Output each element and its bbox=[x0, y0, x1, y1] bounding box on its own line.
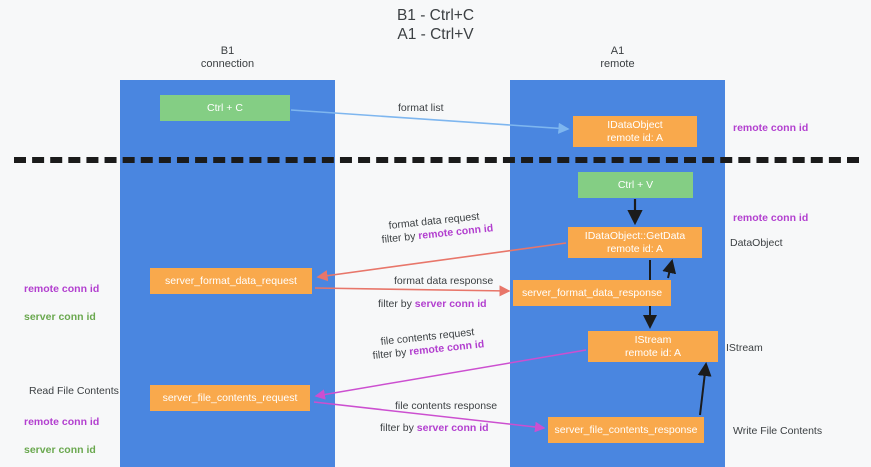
annotation-dataobject: DataObject bbox=[730, 237, 783, 249]
edge-label-file-contents-response-filter: filter by server conn id bbox=[380, 421, 489, 435]
annotation-remote-conn-id-left-low: remote conn id bbox=[24, 416, 100, 428]
edge-file-contents-response bbox=[313, 401, 546, 433]
annotation-istream: IStream bbox=[726, 342, 763, 354]
annotation-server-conn-id-left-mid: server conn id bbox=[24, 311, 96, 323]
annotation-left-conn-ids-mid: remote conn id server conn id bbox=[24, 268, 99, 324]
section-divider bbox=[14, 157, 859, 163]
annotation-remote-conn-id-top: remote conn id bbox=[733, 122, 809, 134]
edge-label-file-contents-response: file contents response bbox=[395, 400, 498, 412]
node-ctrl-v[interactable]: Ctrl + V bbox=[578, 172, 693, 198]
filter-prefix: filter by bbox=[372, 346, 410, 362]
edge-format-data-request bbox=[316, 242, 567, 282]
edge-format-list bbox=[290, 109, 570, 134]
filter-prefix: filter by bbox=[380, 422, 417, 434]
node-server-file-contents-response[interactable]: server_file_contents_response bbox=[548, 417, 704, 443]
edge-format-data-response bbox=[314, 285, 511, 297]
annotation-remote-conn-id-mid: remote conn id bbox=[733, 212, 809, 224]
filter-key: server conn id bbox=[414, 298, 487, 310]
edge-label-format-data-response-filter: filter by server conn id bbox=[378, 297, 487, 311]
annotation-left-conn-ids-low: remote conn id server conn id bbox=[24, 401, 99, 457]
edge-file-contents-request bbox=[314, 349, 587, 400]
node-server-file-contents-request[interactable]: server_file_contents_request bbox=[150, 385, 310, 411]
annotation-read-file-contents: Read File Contents bbox=[29, 385, 119, 397]
edge-label-format-data-response: format data response bbox=[394, 275, 494, 287]
node-server-format-data-request[interactable]: server_format_data_request bbox=[150, 268, 312, 294]
node-idataobject-getdata[interactable]: IDataObject::GetData remote id: A bbox=[568, 227, 702, 258]
diagram-title: B1 - Ctrl+C A1 - Ctrl+V bbox=[396, 7, 475, 43]
annotation-write-file-contents: Write File Contents bbox=[733, 425, 823, 437]
annotation-remote-conn-id-left-mid: remote conn id bbox=[24, 283, 100, 295]
filter-prefix: filter by bbox=[381, 230, 419, 246]
edge-filecontents-istream bbox=[697, 362, 712, 416]
lane-b1-header: B1 connection bbox=[200, 45, 255, 70]
filter-prefix: filter by bbox=[378, 298, 415, 310]
edge-response-getdata bbox=[662, 259, 677, 279]
node-istream[interactable]: IStream remote id: A bbox=[588, 331, 718, 362]
node-server-format-data-response[interactable]: server_format_data_response bbox=[513, 280, 671, 306]
lane-a1-header: A1 remote bbox=[600, 45, 635, 70]
edge-label-format-list: format list bbox=[398, 102, 444, 114]
annotation-server-conn-id-left-low: server conn id bbox=[24, 444, 96, 456]
filter-key: server conn id bbox=[416, 422, 489, 434]
node-ctrl-c[interactable]: Ctrl + C bbox=[160, 95, 290, 121]
node-idataobject[interactable]: IDataObject remote id: A bbox=[573, 116, 697, 147]
